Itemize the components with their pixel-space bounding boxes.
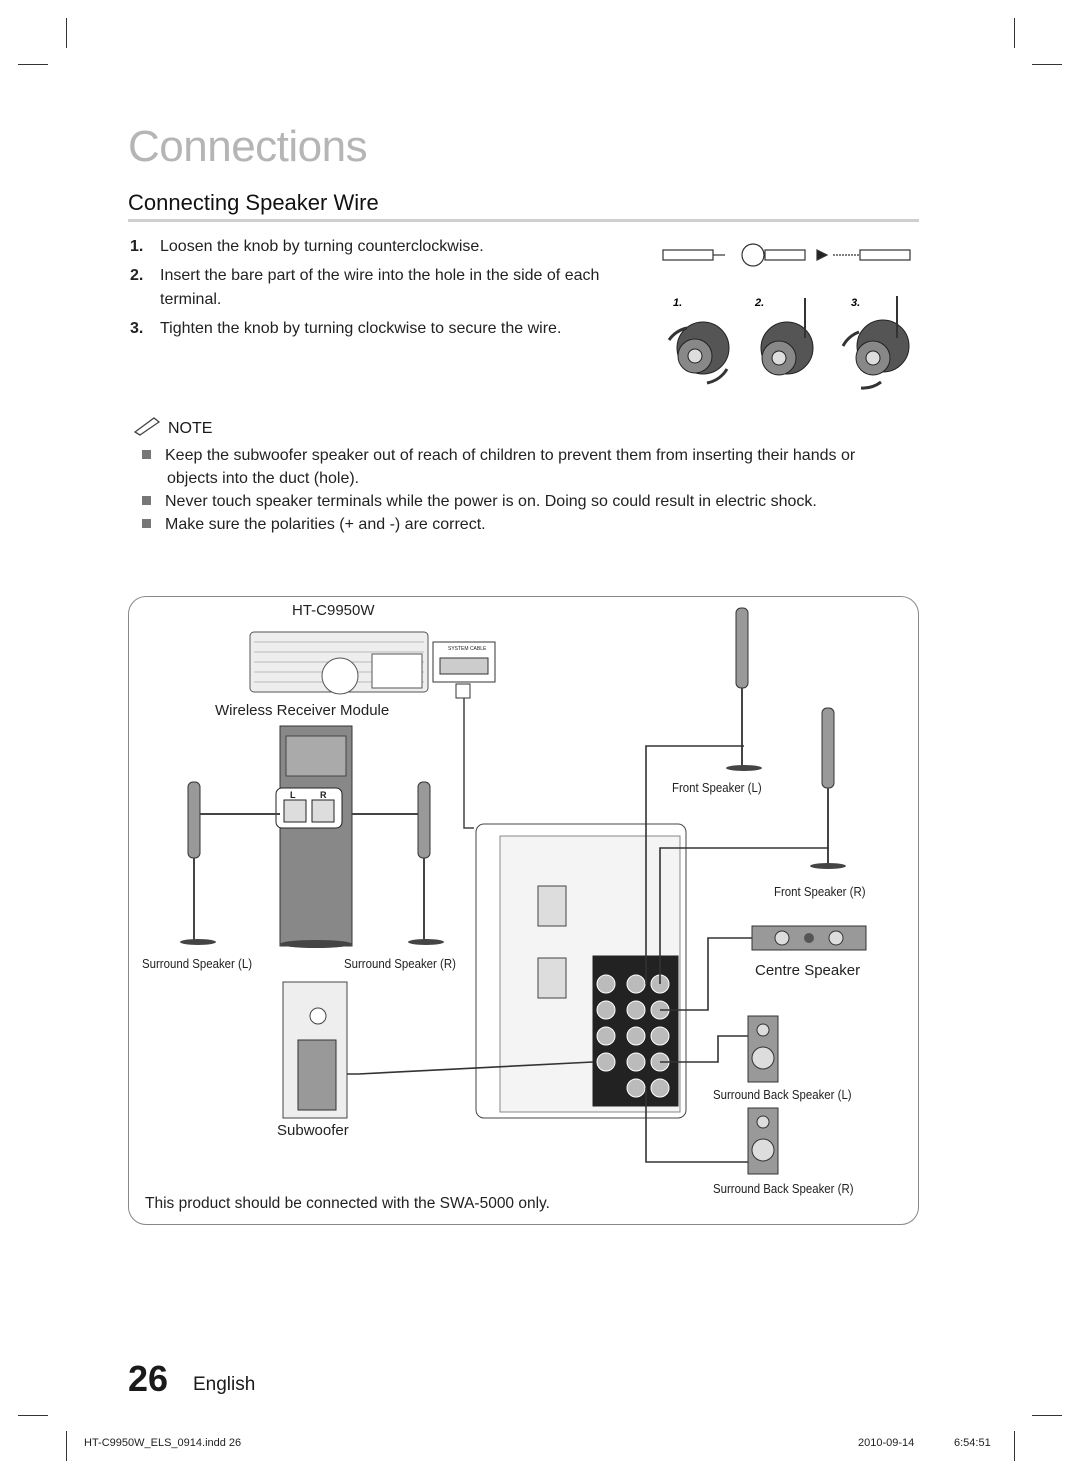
front-speaker-right-illustration [810, 707, 846, 869]
surround-back-left-illustration [747, 1015, 779, 1083]
step-number: 1. [130, 238, 144, 255]
step-2: 2. Insert the bare part of the wire into … [130, 264, 650, 312]
main-unit-rear-illustration [475, 823, 687, 1119]
figure-label-3: 3. [851, 297, 860, 309]
step-number: 3. [130, 320, 144, 337]
surround-back-left-label: Surround Back Speaker (L) [713, 1087, 852, 1102]
crop-mark [66, 1431, 67, 1461]
model-label: HT-C9950W [292, 602, 375, 619]
surround-back-right-illustration [747, 1107, 779, 1175]
subwoofer-label: Subwoofer [277, 1122, 349, 1139]
subwoofer-illustration [282, 981, 348, 1119]
crop-mark [66, 18, 67, 48]
crop-mark [18, 64, 48, 65]
bullet-icon [142, 519, 151, 528]
note-item: Keep the subwoofer speaker out of reach … [142, 444, 932, 490]
footer-date: 2010-09-14 [858, 1437, 915, 1449]
surround-speaker-right-label: Surround Speaker (R) [344, 956, 456, 971]
note-text: Make sure the polarities (+ and -) are c… [165, 516, 486, 533]
front-speaker-left-label: Front Speaker (L) [672, 780, 762, 795]
wire-sequence-illustration [662, 243, 911, 267]
bullet-icon [142, 496, 151, 505]
knob-2-illustration [760, 298, 814, 376]
footer-time: 6:54:51 [954, 1437, 991, 1449]
note-item: Make sure the polarities (+ and -) are c… [142, 513, 932, 536]
chapter-title: Connections [128, 122, 368, 171]
step-text: Tighten the knob by turning clockwise to… [160, 320, 562, 337]
front-speaker-left-illustration [726, 607, 762, 771]
note-text-cont: objects into the duct (hole). [167, 470, 360, 487]
knob-1-illustration [667, 321, 730, 385]
crop-mark [18, 1415, 48, 1416]
step-3: 3. Tighten the knob by turning clockwise … [130, 317, 650, 341]
pencil-icon [133, 417, 161, 436]
speaker-wires [347, 745, 828, 1163]
note-text: Keep the subwoofer speaker out of reach … [165, 447, 856, 464]
page-number: 26 [128, 1358, 169, 1399]
terminal-r-label: R [320, 790, 327, 800]
page-language: English [193, 1374, 256, 1395]
wireless-receiver-illustration [275, 725, 353, 948]
bullet-icon [142, 450, 151, 459]
front-speaker-right-label: Front Speaker (R) [774, 884, 866, 899]
step-1: 1. Loosen the knob by turning countercloc… [130, 235, 650, 259]
surround-speaker-left-label: Surround Speaker (L) [142, 956, 253, 971]
note-title: NOTE [168, 420, 213, 437]
knob-3-illustration [841, 296, 910, 390]
crop-mark [1014, 1431, 1015, 1461]
section-divider [128, 219, 919, 222]
surround-back-right-label: Surround Back Speaker (R) [713, 1181, 854, 1196]
section-title: Connecting Speaker Wire [128, 190, 379, 215]
terminal-l-label: L [290, 790, 296, 800]
connection-diagram [180, 607, 867, 1175]
wireless-module-label: Wireless Receiver Module [215, 702, 390, 719]
system-cable-label: SYSTEM CABLE [448, 646, 487, 652]
surround-speaker-left-illustration [180, 781, 216, 945]
centre-speaker-illustration [751, 925, 867, 951]
centre-speaker-label: Centre Speaker [755, 962, 861, 979]
step-text: Insert the bare part of the wire into th… [160, 267, 600, 284]
connection-diagram-frame [128, 596, 919, 1225]
footer-file: HT-C9950W_ELS_0914.indd 26 [84, 1437, 242, 1449]
note-text: Never touch speaker terminals while the … [165, 493, 817, 510]
step-number: 2. [130, 267, 144, 284]
figure-label-1: 1. [673, 297, 682, 309]
crop-mark [1032, 1415, 1062, 1416]
diagram-caption: This product should be connected with th… [145, 1195, 550, 1212]
crop-mark [1014, 18, 1015, 48]
step-text: Loosen the knob by turning counterclockw… [160, 238, 484, 255]
surround-speaker-right-illustration [408, 781, 444, 945]
crop-mark [1032, 64, 1062, 65]
terminal-steps-figure: 1. 2. 3. [662, 243, 911, 390]
figure-label-2: 2. [754, 297, 764, 309]
step-text-cont: terminal. [160, 291, 222, 308]
main-unit-top-illustration [249, 631, 496, 699]
note-item: Never touch speaker terminals while the … [142, 490, 932, 513]
